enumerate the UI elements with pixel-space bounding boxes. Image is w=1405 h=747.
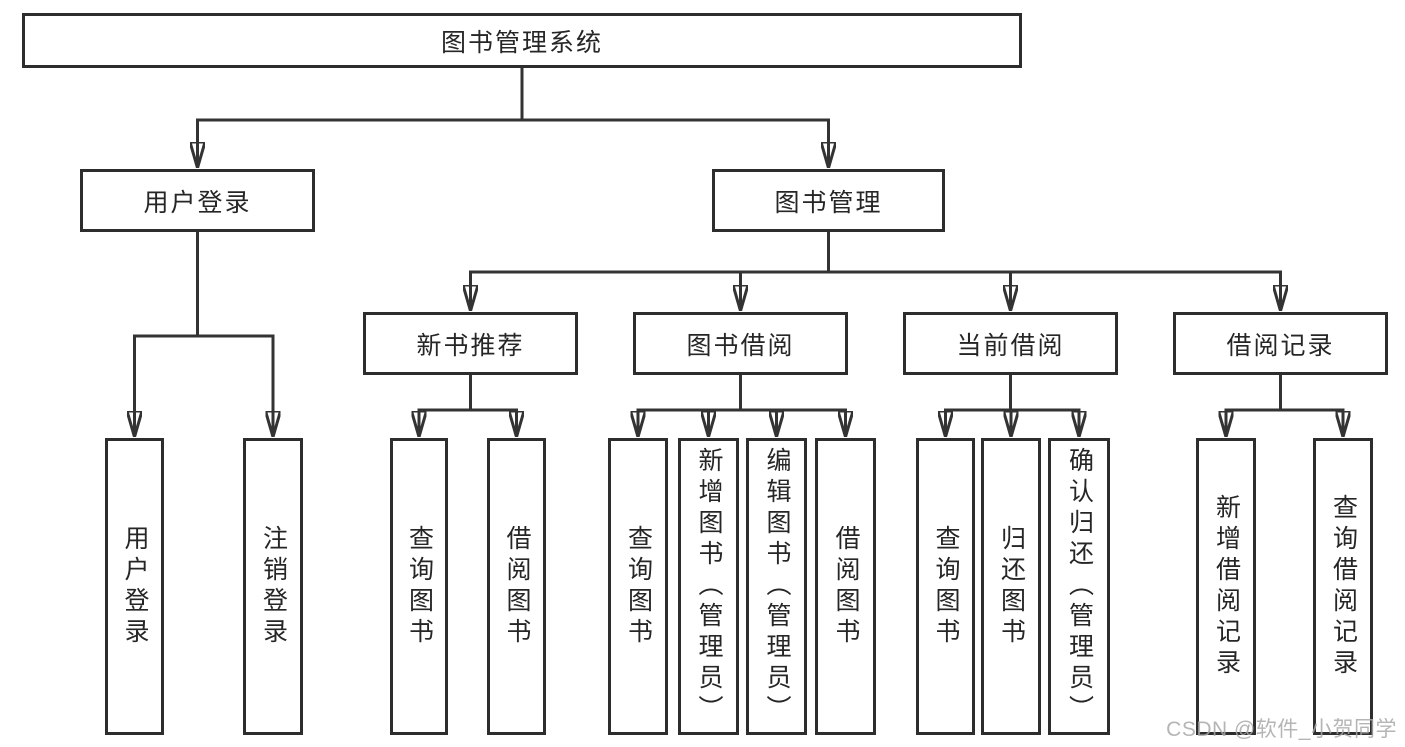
node-book-management: 图书管理 xyxy=(712,169,945,232)
leaf-add-borrow-record: 新增借阅记录 xyxy=(1196,438,1256,735)
node-root-label: 图书管理系统 xyxy=(440,28,603,57)
leaf-add-borrow-record-label: 新增借阅记录 xyxy=(1212,493,1241,680)
connector-book-borrow-bus xyxy=(636,375,847,412)
node-borrow-record-label: 借阅记录 xyxy=(1226,331,1335,360)
connector-book-management-bus xyxy=(469,232,1282,274)
node-user-login-label: 用户登录 xyxy=(143,188,252,217)
leaf-user-login-label: 用户登录 xyxy=(121,524,149,649)
node-book-borrow: 图书借阅 xyxy=(633,312,848,375)
node-book-management-label: 图书管理 xyxy=(774,188,883,217)
connector-user-login-bus xyxy=(133,232,275,338)
node-user-login: 用户登录 xyxy=(80,169,315,232)
leaf-query-book-1-label: 查询图书 xyxy=(405,524,434,649)
leaf-query-book-3-label: 查询图书 xyxy=(932,524,960,649)
leaf-borrow-book-2: 借阅图书 xyxy=(815,438,876,735)
csdn-watermark: CSDN @软件_小贺同学 xyxy=(1166,718,1397,741)
node-current-borrow: 当前借阅 xyxy=(903,312,1118,375)
leaf-add-book-admin-label: 新增图书（管理员） xyxy=(695,447,723,726)
leaf-borrow-book-1: 借阅图书 xyxy=(487,438,546,735)
connector-current-borrow-bus xyxy=(944,375,1081,412)
connector-borrow-record-bus xyxy=(1224,375,1345,412)
leaf-query-borrow-record-label: 查询借阅记录 xyxy=(1329,493,1358,680)
node-borrow-record: 借阅记录 xyxy=(1173,312,1388,375)
connector-new-book-bus xyxy=(417,375,518,412)
node-new-book-recommend: 新书推荐 xyxy=(363,312,578,375)
leaf-add-book-admin: 新增图书（管理员） xyxy=(678,438,739,735)
leaf-return-book: 归还图书 xyxy=(981,438,1041,735)
leaf-logout-label: 注销登录 xyxy=(259,524,288,649)
node-new-book-recommend-label: 新书推荐 xyxy=(416,331,525,360)
leaf-query-book-2: 查询图书 xyxy=(608,438,668,735)
node-root-system: 图书管理系统 xyxy=(22,13,1022,68)
leaf-borrow-book-2-label: 借阅图书 xyxy=(832,524,860,649)
leaf-edit-book-admin: 编辑图书（管理员） xyxy=(746,438,807,735)
leaf-confirm-return-admin-label: 确认归还（管理员） xyxy=(1065,447,1094,726)
connector-root-bus xyxy=(196,68,830,122)
leaf-logout: 注销登录 xyxy=(243,438,303,735)
leaf-edit-book-admin-label: 编辑图书（管理员） xyxy=(763,447,791,726)
leaf-query-book-2-label: 查询图书 xyxy=(624,524,653,649)
leaf-query-book-1: 查询图书 xyxy=(390,438,448,735)
leaf-borrow-book-1-label: 借阅图书 xyxy=(503,524,531,649)
leaf-query-book-3: 查询图书 xyxy=(916,438,975,735)
leaf-user-login: 用户登录 xyxy=(105,438,164,735)
leaf-query-borrow-record: 查询借阅记录 xyxy=(1313,438,1373,735)
node-book-borrow-label: 图书借阅 xyxy=(686,331,795,360)
leaf-return-book-label: 归还图书 xyxy=(997,524,1026,649)
node-current-borrow-label: 当前借阅 xyxy=(956,331,1065,360)
leaf-confirm-return-admin: 确认归还（管理员） xyxy=(1048,438,1110,735)
